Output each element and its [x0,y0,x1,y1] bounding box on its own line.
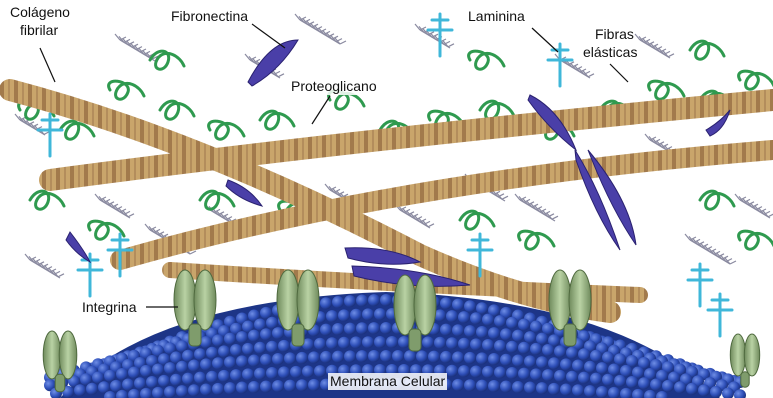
label-fibronectina: Fibronectina [171,8,248,25]
label-colageno-fibrilar-line1: Colágeno [10,4,70,21]
label-integrina: Integrina [80,299,138,316]
label-laminina: Laminina [468,8,525,25]
label-fibras-elasticas-line2: elásticas [583,44,637,61]
label-membrana-celular: Membrana Celular [328,373,447,390]
label-proteoglicano: Proteoglicano [289,78,379,95]
label-fibras-elasticas-line1: Fibras [595,26,634,43]
label-colageno-fibrilar-line2: fibrilar [20,22,58,39]
